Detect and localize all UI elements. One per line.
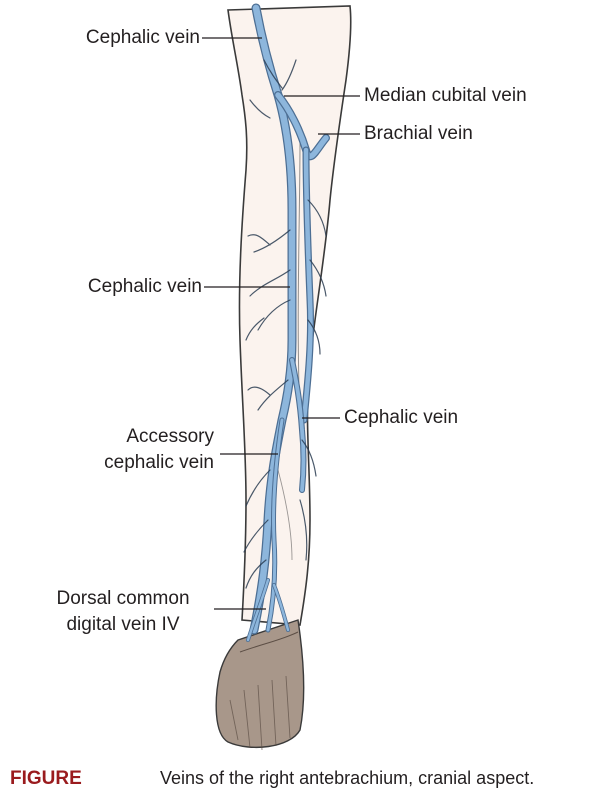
label-brachial-vein: Brachial vein [364, 123, 473, 144]
label-accessory-cephalic-line1: Accessory [126, 426, 214, 447]
figure-caption: Veins of the right antebrachium, cranial… [160, 768, 535, 788]
label-cephalic-vein-top: Cephalic vein [85, 27, 200, 48]
label-accessory-cephalic-line2: cephalic vein [104, 452, 214, 473]
label-dorsal-common-line1: Dorsal common [56, 588, 190, 609]
label-dorsal-common-line2: digital vein IV [66, 614, 180, 635]
label-cephalic-vein-mid: Cephalic vein [87, 276, 202, 297]
hoof-illustration [215, 619, 305, 751]
figure-tag: FIGURE [10, 768, 82, 789]
label-median-cubital-vein: Median cubital vein [364, 85, 527, 106]
leader-lines [202, 37, 360, 610]
label-cephalic-vein-lower: Cephalic vein [344, 407, 459, 428]
